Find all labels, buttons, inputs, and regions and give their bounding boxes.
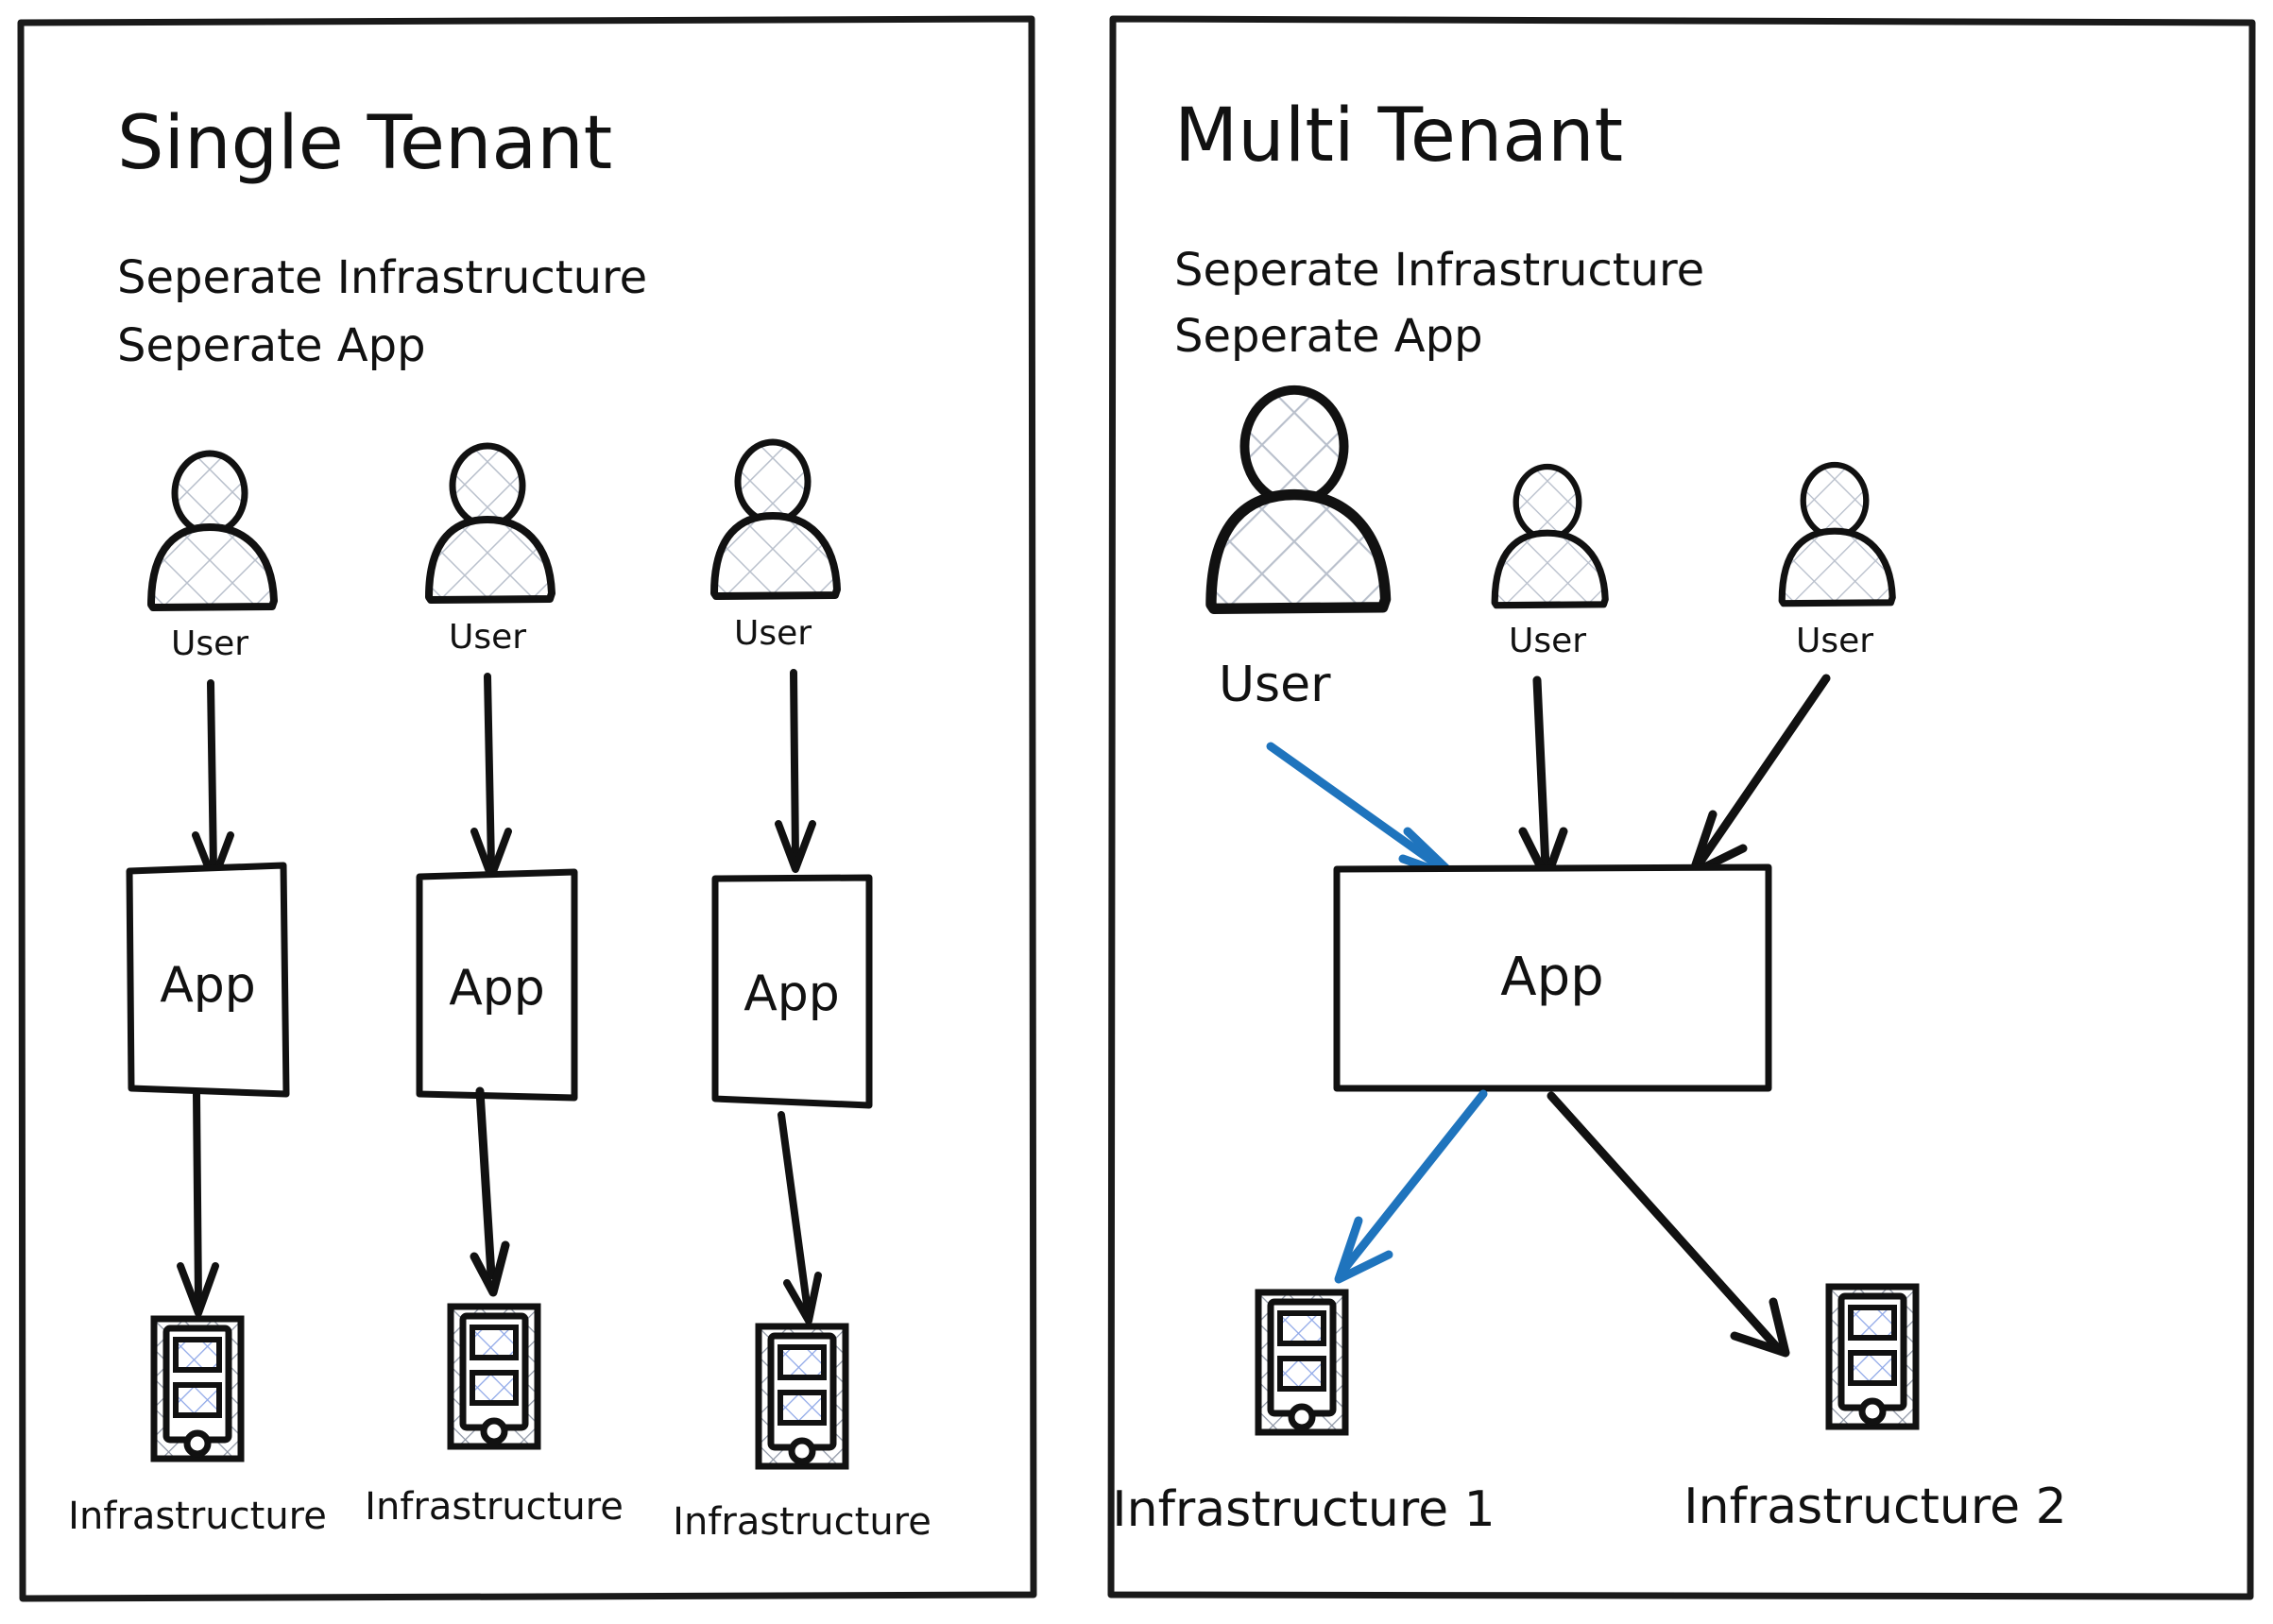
infrastructure-label: Infrastructure — [68, 1495, 327, 1538]
user-label: User — [734, 614, 812, 653]
infrastructure-label: Infrastructure 1 — [1112, 1481, 1495, 1538]
single-tenant-subtitle-line-2: Seperate App — [117, 319, 426, 372]
app-label: App — [449, 960, 545, 1017]
infrastructure-label: Infrastructure 2 — [1683, 1479, 2066, 1535]
single-tenant-title: Single Tenant — [117, 101, 612, 186]
user-label: User — [449, 618, 526, 657]
arrow-app-to-infrastructure — [778, 1111, 822, 1325]
multi-tenant-subtitle-line-2: Seperate App — [1174, 310, 1483, 363]
infrastructure-label: Infrastructure — [673, 1500, 931, 1544]
app-label: App — [160, 957, 256, 1014]
multi-tenant-title: Multi Tenant — [1174, 94, 1623, 179]
infrastructure-icon — [451, 1307, 538, 1446]
app-box — [416, 868, 578, 1102]
arrow-app-to-infrastructure — [1547, 1091, 1790, 1358]
app-label: App — [1500, 947, 1603, 1008]
infrastructure-icon — [1258, 1292, 1345, 1432]
user-label: User — [1796, 622, 1873, 660]
user-label: User — [171, 624, 248, 663]
user-label: User — [1219, 657, 1331, 713]
single-tenant-panel — [17, 15, 1037, 1602]
user-label: User — [1509, 622, 1586, 660]
arrow-user-to-app — [775, 669, 816, 873]
arrow-app-to-infrastructure — [470, 1086, 510, 1297]
single-tenant-subtitle-line-1: Seperate Infrastructure — [117, 251, 647, 304]
infrastructure-icon — [154, 1319, 241, 1459]
app-box — [1333, 863, 1772, 1092]
infrastructure-icon — [1829, 1287, 1916, 1427]
arrow-app-to-infrastructure — [1334, 1089, 1488, 1284]
infrastructure-label: Infrastructure — [365, 1485, 624, 1529]
multi-tenant-subtitle-line-1: Seperate Infrastructure — [1174, 244, 1704, 297]
app-label: App — [743, 966, 840, 1022]
arrow-app-to-infrastructure — [177, 1090, 219, 1317]
app-box — [126, 862, 290, 1098]
infrastructure-icon — [759, 1326, 846, 1466]
app-box — [711, 874, 873, 1109]
